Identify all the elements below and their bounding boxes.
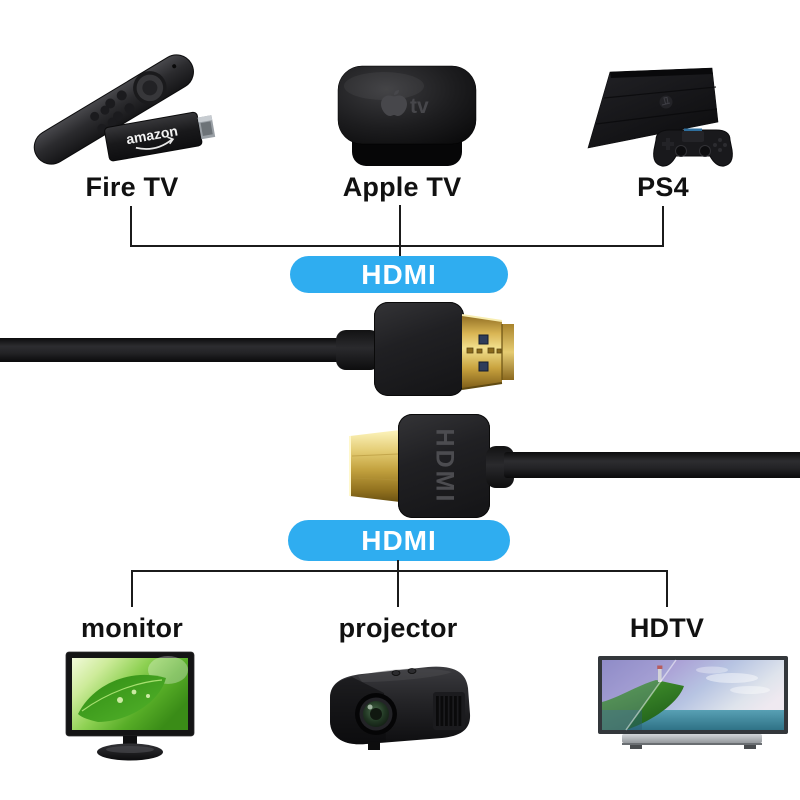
hdmi-plug-lower: [349, 430, 400, 502]
hdmi-connector-body-lower: HDMI: [398, 414, 490, 518]
hdmi-badge-top: HDMI: [290, 256, 508, 293]
label-monitor: monitor: [81, 613, 183, 643]
monitor-screen: [72, 656, 188, 730]
fire-stick: amazon: [104, 111, 216, 162]
hdmi-strain-relief-upper: [336, 330, 380, 370]
fire-tv-image: amazon: [33, 54, 216, 165]
projector-vent: [436, 696, 462, 726]
label-fire-tv: Fire TV: [85, 172, 179, 202]
bottom-tree-stub: [397, 560, 399, 572]
top-tree-vertical-left: [130, 206, 132, 247]
hdmi-plug-upper: [462, 314, 514, 390]
apple-logo-icon: [381, 90, 407, 116]
ps4-image: [587, 67, 733, 167]
top-tree-vertical-center: [399, 205, 401, 257]
projector-image: [330, 666, 471, 750]
label-ps4: PS4: [637, 172, 689, 202]
fire-remote: [33, 54, 194, 165]
hdtv-image: [598, 656, 788, 749]
hdmi-connector-body-upper: [374, 302, 464, 396]
bottom-tree-horizontal: [131, 570, 668, 572]
label-apple-tv: Apple TV: [342, 172, 462, 202]
bottom-tree-vertical-right: [666, 570, 668, 607]
top-tree-vertical-right: [662, 206, 664, 247]
hdmi-connector-embossed-label: HDMI: [430, 428, 459, 504]
apple-tv-image: tv: [337, 65, 477, 166]
apple-tv-logo-text: tv: [410, 95, 429, 118]
top-tree-horizontal: [130, 245, 664, 247]
projector-lens: [355, 693, 397, 735]
hdtv-screen: [602, 659, 784, 731]
ps4-controller: [653, 128, 733, 167]
monitor-image: [65, 651, 195, 761]
hdmi-cable-lower: [504, 452, 800, 478]
bottom-tree-vertical-center: [397, 570, 399, 607]
hdmi-cable-upper: [0, 338, 352, 362]
ps4-console: [587, 67, 719, 149]
bottom-tree-vertical-left: [131, 570, 133, 607]
label-hdtv: HDTV: [629, 613, 705, 643]
hdmi-badge-bottom: HDMI: [288, 520, 510, 561]
hdmi-badge-bottom-text: HDMI: [361, 524, 437, 556]
hdmi-badge-top-text: HDMI: [361, 258, 437, 290]
label-projector: projector: [338, 613, 458, 643]
